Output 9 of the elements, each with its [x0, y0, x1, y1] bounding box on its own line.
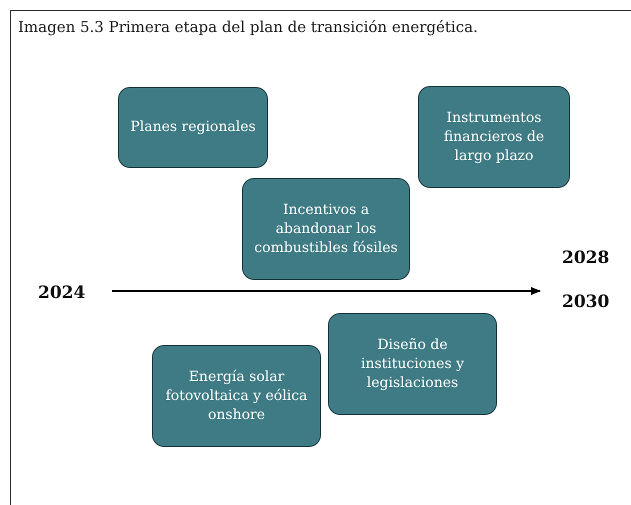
process-box: Planes regionales	[118, 87, 268, 168]
year-label: 2028	[562, 248, 610, 268]
year-label: 2024	[38, 283, 86, 303]
process-box: Energía solar fotovoltaica y eólica onshore	[152, 345, 321, 447]
process-box: Diseño de instituciones y legislaciones	[328, 313, 497, 415]
year-label: 2030	[562, 292, 610, 312]
process-box: Incentivos a abandonar los combustibles fósiles	[242, 178, 410, 280]
figure-title: Imagen 5.3 Primera etapa del plan de transición energética.	[18, 18, 478, 36]
process-box: Instrumentos financieros de largo plazo	[418, 86, 570, 188]
